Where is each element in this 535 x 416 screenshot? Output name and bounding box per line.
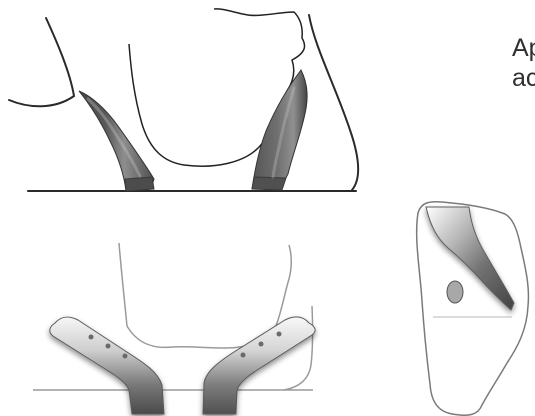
left-arm-rivet-1 [89, 335, 94, 340]
left-horn-shape [79, 91, 154, 191]
left-arm-rivet-2 [106, 344, 111, 349]
right-horn-shape [252, 70, 307, 189]
top-view [9, 9, 358, 191]
top-view-left-outline [9, 18, 74, 106]
side-view-mounting-hole [447, 281, 463, 303]
right-horn-band [252, 177, 286, 190]
left-horn-top-view [79, 91, 154, 191]
side-view [417, 202, 529, 416]
right-arm-rivet-3 [277, 332, 282, 337]
caption-line-2: ac [512, 63, 535, 93]
right-arm-shape [203, 317, 315, 414]
left-arm-front-view [50, 317, 164, 414]
left-horn-band [125, 177, 154, 191]
side-view-horn [426, 207, 514, 310]
top-view-right-outline [309, 15, 358, 190]
caption-text: Ap ac [512, 33, 535, 93]
caption-line-1: Ap [512, 33, 535, 63]
left-arm-rivet-3 [123, 354, 128, 359]
right-arm-rivet-1 [241, 353, 246, 358]
right-horn-top-view [252, 70, 307, 190]
left-arm-shape [50, 317, 164, 414]
front-view [33, 243, 315, 414]
right-arm-rivet-2 [259, 342, 264, 347]
right-arm-front-view [203, 317, 315, 414]
